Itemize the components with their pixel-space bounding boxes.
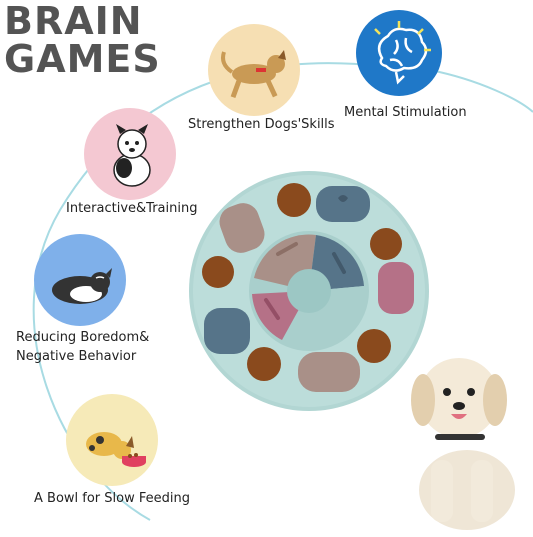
feature-slow-feeding-label: A Bowl for Slow Feeding: [34, 491, 190, 506]
eating-dog-icon: [86, 432, 146, 467]
running-dog-icon: [221, 50, 286, 99]
title-line-1: BRAIN: [4, 0, 143, 43]
sitting-dog-icon: [113, 124, 151, 187]
puppy-photo: [411, 358, 515, 530]
feature-boredom-label-line-2: Negative Behavior: [16, 349, 137, 364]
feature-skills-badge: [208, 24, 300, 116]
sleeping-dog-icon: [52, 268, 112, 304]
feature-skills-label: Strengthen Dogs'Skills: [188, 117, 335, 132]
feature-training-badge: [84, 108, 176, 200]
feature-boredom-label-line-1: Reducing Boredom&: [16, 330, 150, 345]
puzzle-bowl: [189, 171, 429, 411]
brain-icon: [374, 21, 431, 85]
page-title: BRAIN GAMES: [4, 2, 161, 78]
feature-boredom-label: Reducing Boredom& Negative Behavior: [16, 328, 149, 366]
feature-slow-feeding-badge: [66, 394, 158, 486]
feature-boredom-badge: [34, 234, 126, 326]
feature-mental-badge: [356, 10, 442, 96]
title-line-2: GAMES: [4, 37, 161, 81]
feature-training-label: Interactive&Training: [66, 201, 198, 216]
feature-mental-label: Mental Stimulation: [344, 105, 467, 120]
